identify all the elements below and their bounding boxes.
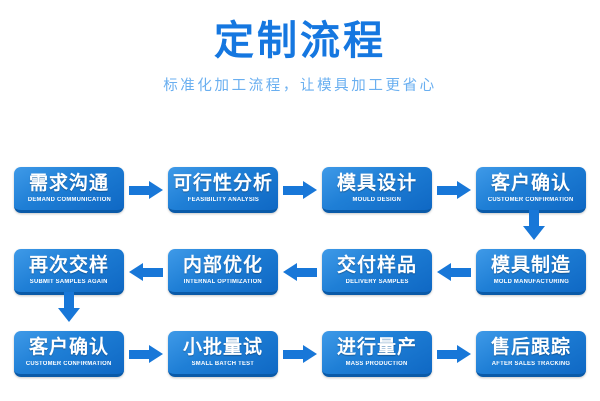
node-title-en: DELIVERY SAMPLES <box>345 278 409 285</box>
connector-gap <box>278 331 322 377</box>
connector-gap <box>124 249 168 295</box>
arrow-right-icon <box>129 181 163 199</box>
node-title-cn: 模具设计 <box>336 172 417 194</box>
flow-node-customer-confirmation-1[interactable]: 客户确认 CUSTOMER CONFIRMATION <box>476 167 586 213</box>
node-title-en: INTERNAL OPTIMIZATION <box>183 278 263 285</box>
node-title-cn: 内部优化 <box>182 254 263 276</box>
connector-gap <box>124 167 168 213</box>
flow-row-2: 再次交样 SUBMIT SAMPLES AGAIN 内部优化 INTERNAL … <box>0 246 600 298</box>
flow-node-submit-samples-again[interactable]: 再次交样 SUBMIT SAMPLES AGAIN <box>14 249 124 295</box>
flow-node-feasibility-analysis[interactable]: 可行性分析 FEASIBILITY ANALYSIS <box>168 167 278 213</box>
arrow-right-icon <box>283 181 317 199</box>
node-title-cn: 客户确认 <box>490 172 571 194</box>
node-title-en: FEASIBILITY ANALYSIS <box>187 196 259 203</box>
node-title-cn: 小批量试 <box>182 336 263 358</box>
node-title-en: MOLD MANUFACTURING <box>493 278 569 285</box>
node-title-cn: 进行量产 <box>336 336 417 358</box>
arrow-right-icon <box>437 345 471 363</box>
connector-gap <box>124 331 168 377</box>
connector-gap <box>278 249 322 295</box>
node-title-cn: 再次交样 <box>28 254 109 276</box>
flow-node-customer-confirmation-2[interactable]: 客户确认 CUSTOMER CONFIRMATION <box>14 331 124 377</box>
node-title-en: CUSTOMER CONFIRMATION <box>26 360 112 367</box>
node-title-en: SUBMIT SAMPLES AGAIN <box>30 278 108 285</box>
page-header: 定制流程 标准化加工流程，让模具加工更省心 <box>0 0 600 95</box>
flow-row-1: 需求沟通 DEMAND COMMUNICATION 可行性分析 FEASIBIL… <box>0 164 600 216</box>
node-title-cn: 模具制造 <box>490 254 571 276</box>
flow-node-internal-optimization[interactable]: 内部优化 INTERNAL OPTIMIZATION <box>168 249 278 295</box>
arrow-down-icon-left <box>58 292 80 322</box>
flow-node-delivery-samples[interactable]: 交付样品 DELIVERY SAMPLES <box>322 249 432 295</box>
flow-node-mold-manufacturing[interactable]: 模具制造 MOLD MANUFACTURING <box>476 249 586 295</box>
connector-gap <box>432 249 476 295</box>
flow-node-demand-communication[interactable]: 需求沟通 DEMAND COMMUNICATION <box>14 167 124 213</box>
node-title-en: MOULD DESIGN <box>352 196 402 203</box>
node-title-cn: 客户确认 <box>28 336 109 358</box>
arrow-right-icon <box>437 181 471 199</box>
node-title-en: MASS PRODUCTION <box>346 360 408 367</box>
node-title-cn: 可行性分析 <box>172 172 273 194</box>
node-title-cn: 售后跟踪 <box>490 336 571 358</box>
connector-gap <box>278 167 322 213</box>
flow-row-3: 客户确认 CUSTOMER CONFIRMATION 小批量试 SMALL BA… <box>0 328 600 380</box>
arrow-left-icon <box>437 263 471 281</box>
process-flow-diagram: 需求沟通 DEMAND COMMUNICATION 可行性分析 FEASIBIL… <box>0 152 600 401</box>
arrow-right-icon <box>129 345 163 363</box>
arrow-left-icon <box>283 263 317 281</box>
node-title-cn: 交付样品 <box>336 254 417 276</box>
flow-node-small-batch-test[interactable]: 小批量试 SMALL BATCH TEST <box>168 331 278 377</box>
node-title-en: AFTER SALES TRACKING <box>491 360 571 367</box>
flow-node-mould-design[interactable]: 模具设计 MOULD DESIGN <box>322 167 432 213</box>
arrow-down-icon-right <box>523 210 545 240</box>
arrow-left-icon <box>129 263 163 281</box>
node-title-en: DEMAND COMMUNICATION <box>27 196 111 203</box>
node-title-cn: 需求沟通 <box>28 172 109 194</box>
connector-gap <box>432 331 476 377</box>
page-title: 定制流程 <box>214 19 386 63</box>
connector-gap <box>432 167 476 213</box>
flow-node-mass-production[interactable]: 进行量产 MASS PRODUCTION <box>322 331 432 377</box>
page-subtitle: 标准化加工流程，让模具加工更省心 <box>163 78 437 94</box>
node-title-en: CUSTOMER CONFIRMATION <box>488 196 574 203</box>
arrow-right-icon <box>283 345 317 363</box>
flow-node-after-sales-tracking[interactable]: 售后跟踪 AFTER SALES TRACKING <box>476 331 586 377</box>
node-title-en: SMALL BATCH TEST <box>191 360 255 367</box>
